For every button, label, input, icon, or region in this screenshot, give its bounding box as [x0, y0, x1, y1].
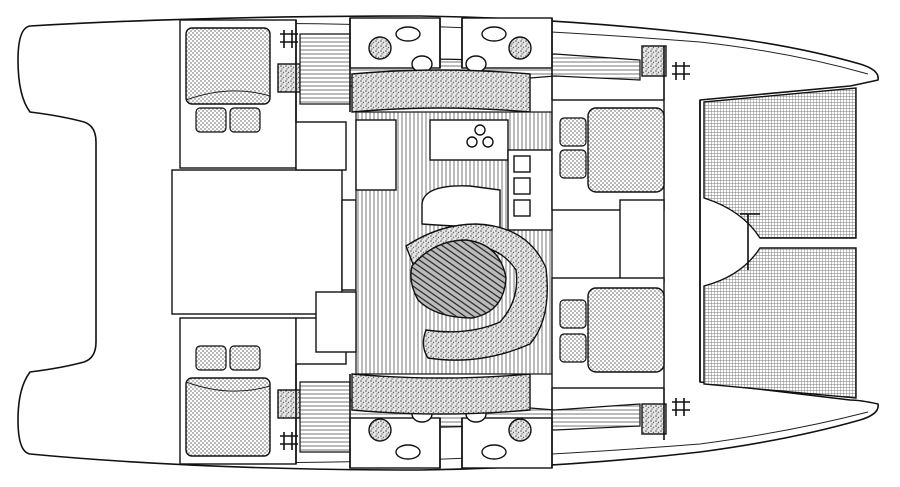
chart-table [421, 185, 501, 229]
sink-starboard-fwd [481, 444, 507, 460]
sink-port-aft [395, 26, 421, 42]
galley-sink-1 [513, 155, 531, 173]
pillow-port-1 [195, 107, 227, 133]
stairs-aft-starboard [280, 432, 298, 450]
fwd-pillow-starboard-1 [559, 299, 587, 329]
shower-drain-starboard-aft [368, 418, 392, 442]
forward-beam [699, 100, 760, 382]
head-starboard-aft [349, 417, 441, 469]
cockpit-table-area [171, 169, 343, 315]
stove-burners [466, 124, 494, 148]
fwd-berth-port [587, 107, 665, 193]
stairs-fwd-port [672, 62, 690, 80]
pillow-starboard-2 [229, 345, 261, 371]
aft-berth-starboard [185, 377, 271, 457]
aft-berth-port [185, 27, 271, 105]
salon-door [341, 199, 357, 291]
salon-bench-bottom [351, 373, 531, 415]
galley-counter-aft [355, 119, 397, 191]
salon-bench-top [351, 69, 531, 113]
head-starboard-fwd [461, 417, 553, 469]
fwd-pillow-starboard-2 [559, 333, 587, 363]
dinette-seat [405, 223, 548, 361]
fwd-locker-center [619, 199, 665, 283]
sink-starboard-aft [395, 444, 421, 460]
dinette-table [410, 239, 507, 319]
pillow-starboard-1 [195, 345, 227, 371]
fwd-berth-starboard [587, 287, 665, 373]
sink-port-fwd [481, 26, 507, 42]
hull-inner-line [179, 22, 869, 464]
pillow-port-2 [229, 107, 261, 133]
galley-sink-3 [513, 199, 531, 217]
fwd-pillow-port-2 [559, 149, 587, 179]
hull-outline [17, 15, 879, 471]
toilet-port-fwd [465, 55, 487, 73]
fwd-pillow-port-1 [559, 117, 587, 147]
aft-locker-port [295, 121, 347, 171]
stairs-fwd-starboard [672, 398, 690, 416]
fwd-head-counter-starboard [641, 403, 667, 435]
shower-drain-port-aft [368, 36, 392, 60]
galley-sink-2 [513, 177, 531, 195]
berth-sheet-port [185, 90, 271, 101]
shower-drain-starboard-fwd [508, 418, 532, 442]
trampoline-net-port [703, 87, 857, 239]
bulkheads [295, 18, 665, 468]
berth-sheet-starboard [185, 381, 271, 392]
trampoline-net-starboard [703, 247, 857, 399]
stairs-aft-port [280, 30, 298, 48]
fwd-head-counter-port [641, 45, 667, 77]
salon-cabinet [315, 291, 357, 353]
shower-drain-port-fwd [508, 36, 532, 60]
